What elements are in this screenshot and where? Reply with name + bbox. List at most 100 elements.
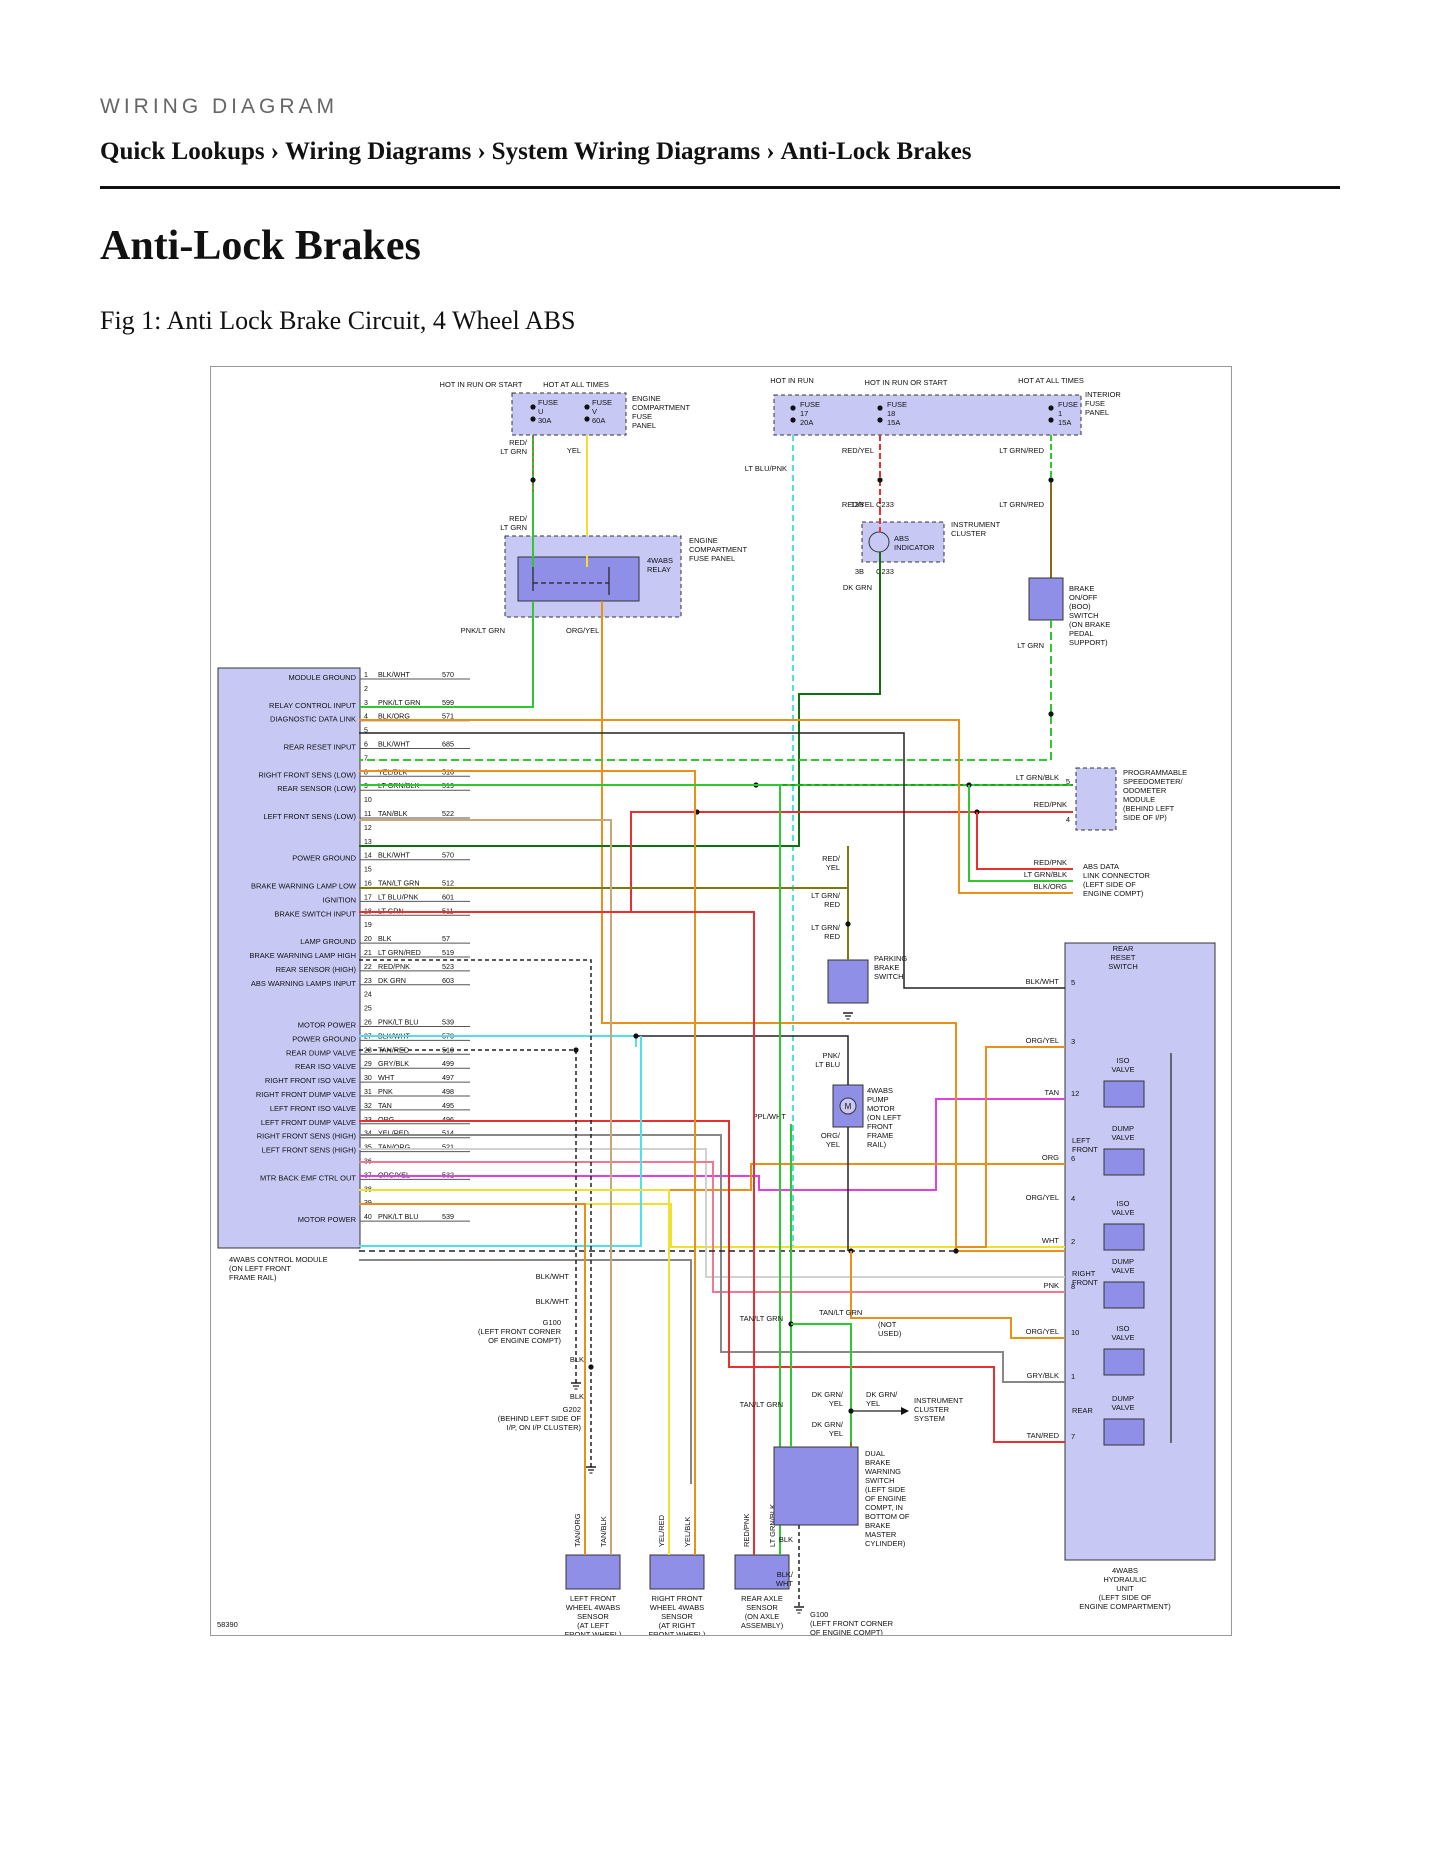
rear-reset-switch-label: REAR [1113,944,1134,953]
wire-label: LT BLU/PNK [745,464,787,473]
module-pin-function: BRAKE SWITCH INPUT [274,909,356,918]
hydraulic-pin-number: 2 [1071,1237,1075,1246]
module-pin-number: 17 [364,894,372,901]
module-pin-circuit: 495 [442,1101,454,1110]
wire-label: LT GRN [1017,641,1044,650]
abs-module-label: (ON LEFT FRONT [229,1264,291,1273]
instrument-cluster-label: CLUSTER [951,529,987,538]
interior-fuse-text: 15A [887,418,900,427]
wheel-sensor-label: ASSEMBLY) [741,1621,784,1630]
wire-label: PNK/LT GRN [461,626,505,635]
wire-red-pnk-dlc [976,812,1073,870]
relay-panel-label: FUSE PANEL [689,554,735,563]
module-pin-wire-color: PNK/LT BLU [378,1212,418,1221]
hydraulic-unit-label: 4WABS [1112,1566,1138,1575]
module-pin-circuit: 499 [442,1059,454,1068]
hydraulic-unit-label: (LEFT SIDE OF [1099,1593,1152,1602]
module-pin-number: 31 [364,1089,372,1096]
module-pin-function: IGNITION [323,895,356,904]
wire-label: BLK [570,1392,584,1401]
g100-bottom-label: OF ENGINE COMPT) [810,1628,883,1635]
module-pin-function: POWER GROUND [292,854,356,863]
cluster-connector: C233 [876,500,894,509]
hydraulic-pin-number: 7 [1071,1432,1075,1441]
breadcrumb-separator: › [766,138,775,165]
module-pin-number: 6 [364,742,368,749]
breadcrumb-anti-lock-brakes[interactable]: Anti-Lock Brakes [780,138,972,165]
hydraulic-pin-wire: BLK/WHT [1026,977,1060,986]
module-pin-function: MODULE GROUND [288,673,356,682]
module-pin-number: 4 [364,714,368,721]
fuse-contact [1048,417,1054,423]
module-pin-circuit: 601 [442,892,454,901]
hydraulic-pin-wire: ORG/YEL [1026,1193,1059,1202]
breadcrumb-wiring-diagrams[interactable]: Wiring Diagrams [285,138,472,165]
splice-dot [588,1364,594,1370]
module-pin-circuit: 571 [442,712,454,721]
data-link-label: (LEFT SIDE OF [1083,880,1136,889]
module-pin-circuit: 603 [442,976,454,985]
breadcrumb-system-wiring-diagrams[interactable]: System Wiring Diagrams [491,138,761,165]
cluster-system-arrow [901,1407,909,1415]
dual-brake-warning-switch-label: DUAL [865,1449,885,1458]
breadcrumb-quick-lookups[interactable]: Quick Lookups [100,138,265,165]
module-pin-function: MTR BACK EMF CTRL OUT [260,1173,356,1182]
wire-org-yel-hu-10 [850,1251,1065,1339]
dual-brake-warning-switch-label: MASTER [865,1530,897,1539]
wire-label: RED [824,932,840,941]
module-pin-number: 40 [364,1214,372,1221]
module-pin-function: REAR ISO VALVE [295,1062,356,1071]
abs-relay-label: RELAY [647,565,671,574]
wheel-sensor-label: WHEEL 4WABS [566,1603,620,1612]
wire-label: BLK/WHT [536,1272,570,1281]
pssm-label: MODULE [1123,795,1155,804]
module-pin-function: RIGHT FRONT DUMP VALVE [256,1090,356,1099]
module-pin-circuit: 497 [442,1073,454,1082]
valve-group-label: RIGHT [1072,1269,1096,1278]
abs-module-label: FRAME RAIL) [229,1273,277,1282]
dual-brake-warning-switch-label: COMPT, IN [865,1503,903,1512]
engine-fuse-text: 60A [592,416,605,425]
wire-label: YEL [826,1140,840,1149]
engine-hot-label: HOT IN RUN OR START [440,380,523,389]
wire-label: TAN/LT GRN [819,1308,862,1317]
valve-label: DUMP [1112,1394,1134,1403]
wire-label: LT BLU [815,1060,840,1069]
engine-fuse-panel-label: FUSE [632,412,652,421]
module-pin-function: ABS WARNING LAMPS INPUT [251,979,357,988]
g202-label: G202 [563,1405,581,1414]
wire-blk-wht-685 [359,732,1065,989]
splice-dot [633,1033,639,1039]
wire-label: DK GRN [843,583,872,592]
module-pin-number: 26 [364,1020,372,1027]
fuse-contact [584,404,590,410]
wire-label: RED/PNK [1034,858,1067,867]
wire-pnk-lt-blu-40 [359,1036,642,1247]
module-pin-circuit: 514 [442,1129,454,1138]
module-pin-circuit: 570 [442,670,454,679]
module-pin-number: 32 [364,1103,372,1110]
sensor-wire-label: YEL/BLK [683,1517,692,1547]
instrument-cluster-label: INSTRUMENT [951,520,1001,529]
wire-gry-blk-499 [359,1134,1065,1383]
wire-label: BLK/ [777,1570,794,1579]
wheel-sensor-label: WHEEL 4WABS [650,1603,704,1612]
pump-motor-label: MOTOR [867,1104,895,1113]
hydraulic-pin-number: 1 [1071,1372,1075,1381]
hydraulic-pin-number: 3 [1071,1037,1075,1046]
module-pin-number: 21 [364,950,372,957]
wheel-sensor-body [649,1554,705,1590]
module-pin-wire-color: TAN [378,1101,392,1110]
pssm-label: ODOMETER [1123,786,1167,795]
wire-label: BLK/WHT [536,1297,570,1306]
module-pin-wire-color: LT GRN [378,906,404,915]
module-pin-number: 8 [364,769,368,776]
wheel-sensor-label: FRONT WHEEL) [565,1630,622,1635]
wire-label: TAN/LT GRN [740,1314,783,1323]
module-pin-wire-color: TAN/RED [378,1045,409,1054]
wire-label: LT GRN/ [811,923,841,932]
valve-coil [1103,1281,1145,1309]
interior-fuse-panel-label: FUSE [1085,399,1105,408]
module-pin-wire-color: PNK/LT GRN [378,698,420,707]
